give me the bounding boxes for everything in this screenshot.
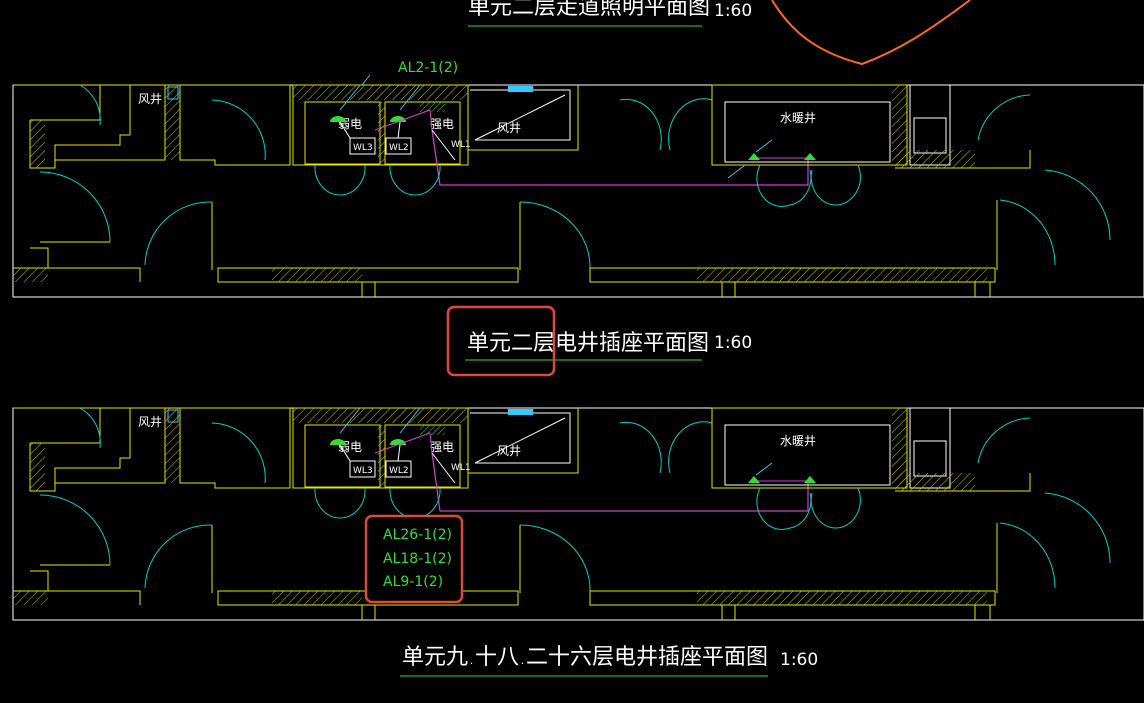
circuit-label: AL2-1(2)	[398, 60, 458, 76]
socket-icon	[390, 439, 406, 445]
room-label-water: 水暖井	[780, 434, 816, 448]
plan-a-title: 单元二层电井插座平面图	[467, 331, 709, 356]
room-label-vent-mid: 风井	[497, 121, 521, 135]
door-arc	[144, 201, 213, 266]
plan-a-floor-plan: 弱电 强电 WL3 WL2 WL1 AL2-1(2)	[12, 60, 1144, 298]
door-arc	[79, 84, 101, 126]
plan-b-circuit-labels: AL26-1(2) AL18-1(2) AL9-1(2)	[364, 514, 464, 604]
room-label-vent-mid: 风井	[497, 444, 521, 458]
room-label-vent-left: 风井	[138, 415, 162, 429]
circuit-label-3: AL9-1(2)	[383, 574, 443, 590]
highlight-box-title	[446, 305, 556, 377]
wire-label-wl3: WL3	[353, 143, 373, 153]
room-label-strong: 强电	[430, 440, 454, 454]
wire-label-wl2: WL2	[389, 143, 409, 153]
highlight-box-circuits	[364, 514, 464, 604]
top-partial-plan: 单元二层走道照明平面图 1:60	[468, 0, 971, 66]
plan-b-title: 单元九.十八.二十六层电井插座平面图	[402, 645, 768, 670]
upper-wall	[13, 407, 291, 492]
upper-wall	[13, 84, 291, 169]
door-arc	[211, 99, 266, 161]
socket-icon	[390, 116, 406, 122]
door-arc	[39, 171, 111, 243]
electrical-rooms: 弱电 强电 WL3 WL2 WL1	[292, 407, 809, 519]
top-plan-title: 单元二层走道照明平面图	[468, 0, 710, 20]
wire-run	[431, 129, 809, 186]
wire-label-wl1: WL1	[451, 140, 471, 150]
circuit-label-2: AL18-1(2)	[383, 551, 452, 567]
plan-a-scale: 1:60	[714, 333, 752, 353]
socket-icon	[330, 439, 346, 445]
wire-label-wl2: WL2	[389, 466, 409, 476]
right-block	[895, 407, 1111, 593]
top-plan-scale: 1:60	[714, 1, 752, 21]
plan-b-title-block: 单元九.十八.二十六层电井插座平面图 1:60	[400, 645, 818, 677]
bottom-wall	[13, 570, 996, 620]
right-block	[895, 84, 1111, 270]
water-shaft-room: 水暖井	[711, 84, 908, 207]
wire-label-wl1: WL1	[451, 463, 471, 473]
circuit-label-1: AL26-1(2)	[383, 527, 452, 543]
wire-run	[431, 452, 809, 512]
vent-shaft-mid: 风井	[468, 408, 579, 474]
room-label-vent-left: 风井	[138, 92, 162, 106]
plan-b-floor-plan: 弱电 强电 WL3 WL2 WL1 风井 风井	[12, 407, 1144, 621]
revision-cloud-curve	[771, 0, 971, 66]
room-label-strong: 强电	[430, 117, 454, 131]
plan-b-scale: 1:60	[780, 650, 818, 670]
plan-a-title-block: 单元二层电井插座平面图 1:60	[446, 305, 752, 377]
socket-icon	[330, 116, 346, 122]
room-label-water: 水暖井	[780, 111, 816, 125]
water-shaft-room: 水暖井	[711, 407, 908, 530]
wire-label-wl3: WL3	[353, 466, 373, 476]
vent-shaft-mid: 风井	[468, 85, 579, 151]
electrical-rooms: 弱电 强电 WL3 WL2 WL1	[292, 84, 809, 196]
bottom-wall	[13, 247, 996, 297]
